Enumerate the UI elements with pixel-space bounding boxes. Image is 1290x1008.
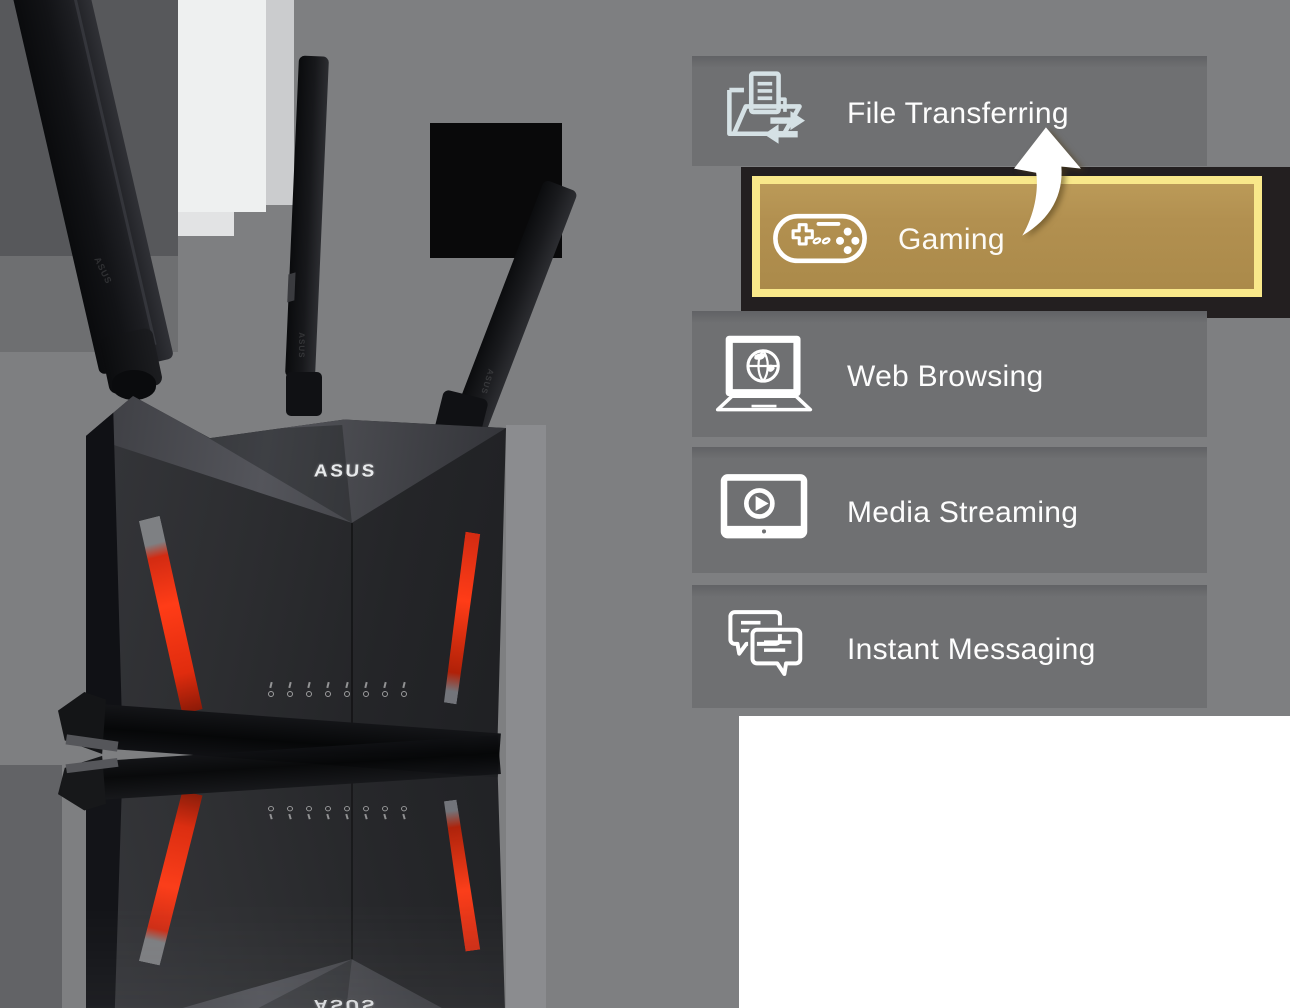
- status-led-row: [268, 806, 407, 819]
- bg-patch: [178, 212, 234, 236]
- list-item-label: Web Browsing: [847, 360, 1044, 393]
- list-item-file-transferring[interactable]: File Transferring: [692, 56, 1207, 166]
- list-item-label: Instant Messaging: [847, 632, 1096, 666]
- router-unit: ASUS ASUS ASUS ASUS: [0, 0, 640, 812]
- gamepad-icon: [770, 200, 870, 274]
- router-reflection: ASUS ASUS ASUS ASUS: [0, 705, 640, 1008]
- list-item-instant-messaging[interactable]: Instant Messaging: [692, 585, 1207, 708]
- chat-icon: [714, 605, 814, 689]
- list-item-label: Media Streaming: [847, 496, 1079, 529]
- list-item-web-browsing[interactable]: Web Browsing: [692, 311, 1207, 437]
- led-indicator: [363, 681, 369, 697]
- antenna-brand-text: ASUS: [296, 332, 307, 359]
- led-indicator: [287, 681, 293, 697]
- red-accent-right: [439, 800, 484, 952]
- bg-patch: [0, 765, 62, 1008]
- led-indicator: [325, 681, 331, 697]
- led-indicator: [344, 806, 350, 819]
- list-item-gaming-highlighted[interactable]: Gaming: [752, 176, 1262, 297]
- led-indicator: [306, 806, 312, 819]
- asus-logo: ASUS: [313, 995, 378, 1008]
- antenna-brand-text: ASUS: [479, 367, 496, 396]
- router-antenna-middle: ASUS: [284, 55, 330, 379]
- led-indicator: [325, 806, 331, 819]
- led-indicator: [287, 806, 293, 819]
- antenna-brand-text: ASUS: [92, 255, 114, 286]
- red-accent-right: [439, 532, 484, 705]
- asus-logo: ASUS: [313, 461, 378, 482]
- router-antenna-left: ASUS: [1, 0, 175, 375]
- router-unit: ASUS ASUS ASUS ASUS: [0, 705, 640, 1008]
- file-transfer-icon: [714, 70, 814, 152]
- router-body: ASUS: [86, 396, 506, 738]
- antenna-hinge: [112, 370, 156, 400]
- bg-patch: [506, 425, 546, 1008]
- priority-up-arrow: [1014, 126, 1082, 238]
- red-accent-left: [134, 791, 207, 966]
- media-stream-icon: [714, 470, 814, 550]
- led-indicator: [344, 681, 350, 697]
- list-item-label: File Transferring: [847, 97, 1069, 130]
- led-indicator: [401, 806, 407, 819]
- antenna-hinge: [286, 372, 322, 416]
- led-indicator: [268, 806, 274, 819]
- antenna-notch: [287, 272, 296, 303]
- led-indicator: [401, 681, 407, 697]
- bg-patch: [266, 0, 294, 205]
- list-item-media-streaming[interactable]: Media Streaming: [692, 447, 1207, 573]
- led-indicator: [363, 806, 369, 819]
- red-accent-left: [134, 516, 207, 714]
- white-panel: [739, 716, 1290, 1008]
- status-led-row: [268, 681, 407, 697]
- router-front-crease: [351, 523, 353, 738]
- led-indicator: [382, 806, 388, 819]
- bg-patch: [178, 0, 266, 212]
- led-indicator: [306, 681, 312, 697]
- led-indicator: [268, 681, 274, 697]
- router-front-crease: [351, 764, 353, 959]
- web-browser-icon: [714, 332, 814, 416]
- led-indicator: [382, 681, 388, 697]
- list-item-label: Gaming: [898, 222, 1005, 256]
